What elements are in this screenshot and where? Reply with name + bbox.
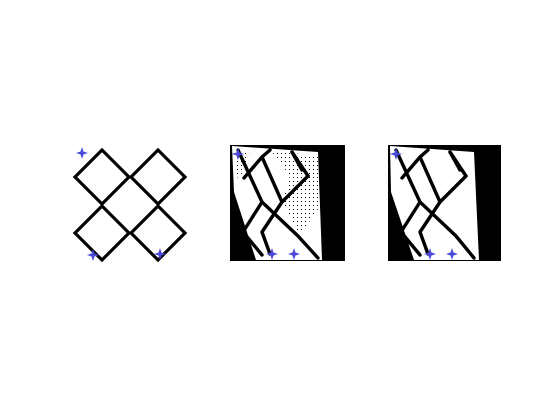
diamond-bottom-right	[128, 203, 188, 263]
lattice-line	[400, 155, 468, 204]
landmark-marker	[288, 248, 300, 260]
warped-sheet	[390, 146, 479, 260]
diamond-top-right	[128, 147, 188, 207]
landmark-marker	[424, 248, 436, 260]
diamond-top-left	[72, 147, 132, 207]
landmark-marker	[390, 148, 402, 160]
diamond-lattice	[72, 147, 188, 263]
lattice-line	[448, 150, 462, 172]
landmark-marker	[232, 148, 244, 160]
lattice-line	[290, 150, 304, 172]
warped-lattice	[394, 148, 476, 260]
landmark-markers	[76, 147, 166, 261]
lattice-line	[260, 148, 272, 159]
landmark-marker	[154, 248, 166, 260]
lattice-line	[241, 200, 264, 257]
panel-original	[72, 147, 188, 263]
panel-warped-clean	[388, 145, 501, 261]
stipple-region	[272, 152, 321, 235]
lattice-line	[418, 148, 430, 159]
landmark-marker	[87, 249, 99, 261]
landmark-marker	[266, 248, 278, 260]
lattice-line	[260, 200, 284, 256]
landmark-markers	[390, 148, 458, 260]
landmark-marker	[76, 147, 88, 159]
diamond-bottom-left	[72, 203, 132, 263]
lattice-line	[236, 148, 320, 260]
lattice-line	[418, 200, 442, 256]
landmark-markers	[232, 148, 300, 260]
landmark-marker	[446, 248, 458, 260]
lattice-line	[399, 200, 422, 257]
warped-lattice	[236, 148, 320, 260]
panel-warped-dotted	[230, 145, 345, 261]
lattice-line	[242, 155, 310, 204]
lattice-line	[394, 148, 476, 260]
